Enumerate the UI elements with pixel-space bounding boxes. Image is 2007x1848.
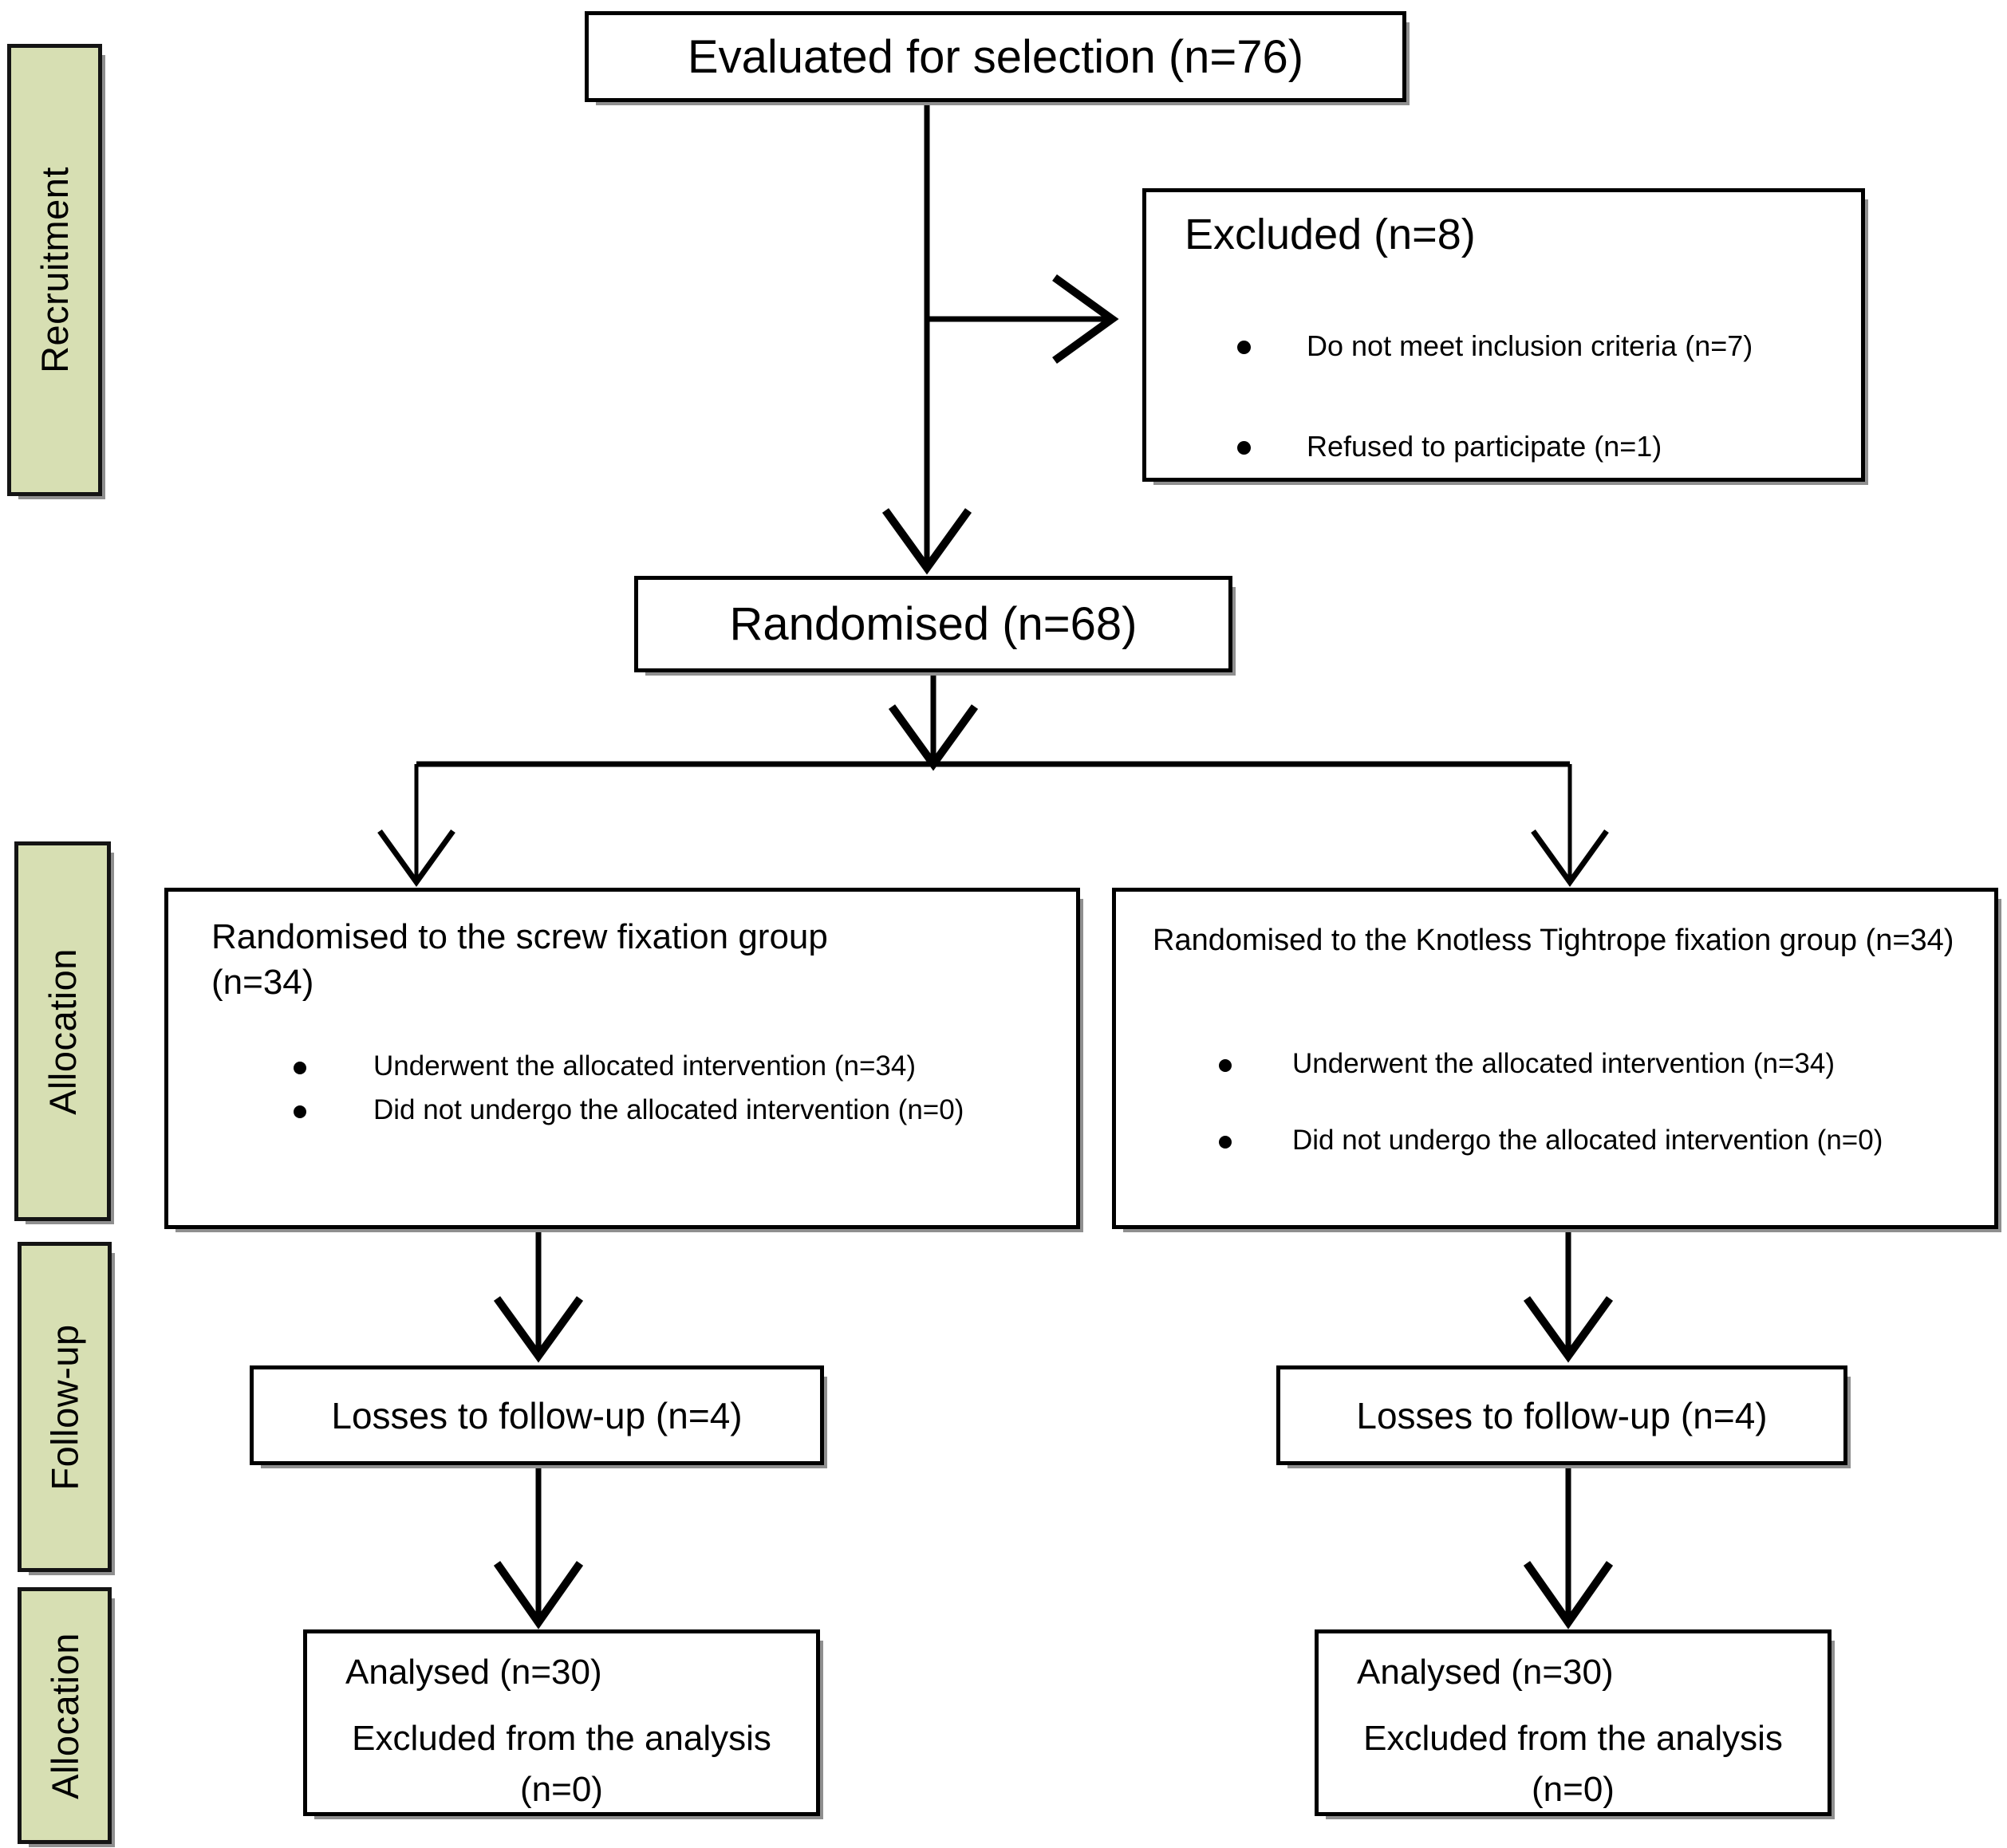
bullet-icon <box>294 1062 306 1075</box>
stage-allocation-label: Allocation <box>41 948 85 1115</box>
list-item: Did not undergo the allocated interventi… <box>294 1094 1076 1126</box>
stage-analysis: Allocation <box>18 1587 112 1844</box>
screw-group-title-line2: (n=34) <box>211 963 314 1003</box>
bullet-icon <box>1237 441 1251 455</box>
arrow-evaluated-to-excluded <box>927 274 1119 364</box>
tightrope-group-title: Randomised to the Knotless Tightrope fix… <box>1153 924 1954 957</box>
stage-recruitment-label: Recruitment <box>34 167 77 373</box>
stage-analysis-label: Allocation <box>43 1632 86 1799</box>
arrow-branch-to-tightrope-group <box>1531 764 1609 887</box>
excluded-box: Excluded (n=8) Do not meet inclusion cri… <box>1142 188 1865 482</box>
list-item: Do not meet inclusion criteria (n=7) <box>1237 329 1861 363</box>
list-item: Refused to participate (n=1) <box>1237 430 1861 463</box>
excluded-bullet-text: Refused to participate (n=1) <box>1307 430 1662 463</box>
followup-right-box: Losses to follow-up (n=4) <box>1276 1365 1847 1465</box>
analysed-right-line3: (n=0) <box>1532 1769 1615 1809</box>
arrow-evaluated-to-randomised <box>881 102 972 575</box>
arrow-followup-to-analysed-left <box>493 1467 584 1629</box>
tightrope-bullet-text: Did not undergo the allocated interventi… <box>1292 1125 1883 1156</box>
followup-right-label: Losses to follow-up (n=4) <box>1356 1394 1768 1436</box>
randomised-box: Randomised (n=68) <box>634 576 1232 672</box>
excluded-title: Excluded (n=8) <box>1185 211 1476 258</box>
screw-group-title-line1: Randomised to the screw fixation group <box>211 917 828 956</box>
stage-followup: Follow-up <box>18 1242 112 1572</box>
stage-followup-label: Follow-up <box>43 1323 86 1491</box>
excluded-bullet-list: Do not meet inclusion criteria (n=7) Ref… <box>1146 329 1861 463</box>
arrow-randomised-to-branch <box>888 674 979 771</box>
analysed-left-box: Analysed (n=30) Excluded from the analys… <box>303 1629 820 1816</box>
arrow-screw-to-followup <box>493 1231 584 1363</box>
analysed-right-line2: Excluded from the analysis <box>1363 1719 1783 1758</box>
excluded-bullet-text: Do not meet inclusion criteria (n=7) <box>1307 329 1753 362</box>
tightrope-group-box: Randomised to the Knotless Tightrope fix… <box>1112 888 1998 1229</box>
evaluated-box: Evaluated for selection (n=76) <box>585 11 1406 102</box>
arrow-tightrope-to-followup <box>1523 1231 1614 1363</box>
followup-left-box: Losses to follow-up (n=4) <box>250 1365 824 1465</box>
bullet-icon <box>294 1105 306 1119</box>
screw-group-box: Randomised to the screw fixation group (… <box>164 888 1080 1229</box>
stage-recruitment: Recruitment <box>7 44 102 496</box>
analysed-right-box: Analysed (n=30) Excluded from the analys… <box>1315 1629 1832 1816</box>
stage-allocation: Allocation <box>14 841 111 1221</box>
screw-bullet-text: Did not undergo the allocated interventi… <box>373 1094 964 1126</box>
analysed-left-line3: (n=0) <box>520 1769 603 1809</box>
randomised-label: Randomised (n=68) <box>729 598 1138 650</box>
list-item: Did not undergo the allocated interventi… <box>1219 1125 1994 1156</box>
evaluated-label: Evaluated for selection (n=76) <box>687 30 1304 83</box>
analysed-right-detail: Excluded from the analysis (n=0) <box>1319 1713 1828 1815</box>
arrow-branch-to-screw-group <box>377 764 455 887</box>
list-item: Underwent the allocated intervention (n=… <box>1219 1048 1994 1080</box>
arrow-followup-to-analysed-right <box>1523 1467 1614 1629</box>
tightrope-bullet-text: Underwent the allocated intervention (n=… <box>1292 1048 1835 1079</box>
bullet-icon <box>1219 1136 1232 1149</box>
analysed-right-line1: Analysed (n=30) <box>1357 1653 1614 1692</box>
bullet-icon <box>1237 341 1251 354</box>
analysed-left-line2: Excluded from the analysis <box>352 1719 771 1758</box>
screw-group-bullet-list: Underwent the allocated intervention (n=… <box>168 1050 1076 1126</box>
screw-bullet-text: Underwent the allocated intervention (n=… <box>373 1050 917 1082</box>
list-item: Underwent the allocated intervention (n=… <box>294 1050 1076 1082</box>
tightrope-group-bullet-list: Underwent the allocated intervention (n=… <box>1116 1048 1994 1156</box>
analysed-left-line1: Analysed (n=30) <box>345 1653 602 1692</box>
bullet-icon <box>1219 1059 1232 1072</box>
analysed-left-detail: Excluded from the analysis (n=0) <box>307 1713 816 1815</box>
followup-left-label: Losses to follow-up (n=4) <box>331 1394 743 1436</box>
screw-group-title: Randomised to the screw fixation group (… <box>211 914 1076 1005</box>
